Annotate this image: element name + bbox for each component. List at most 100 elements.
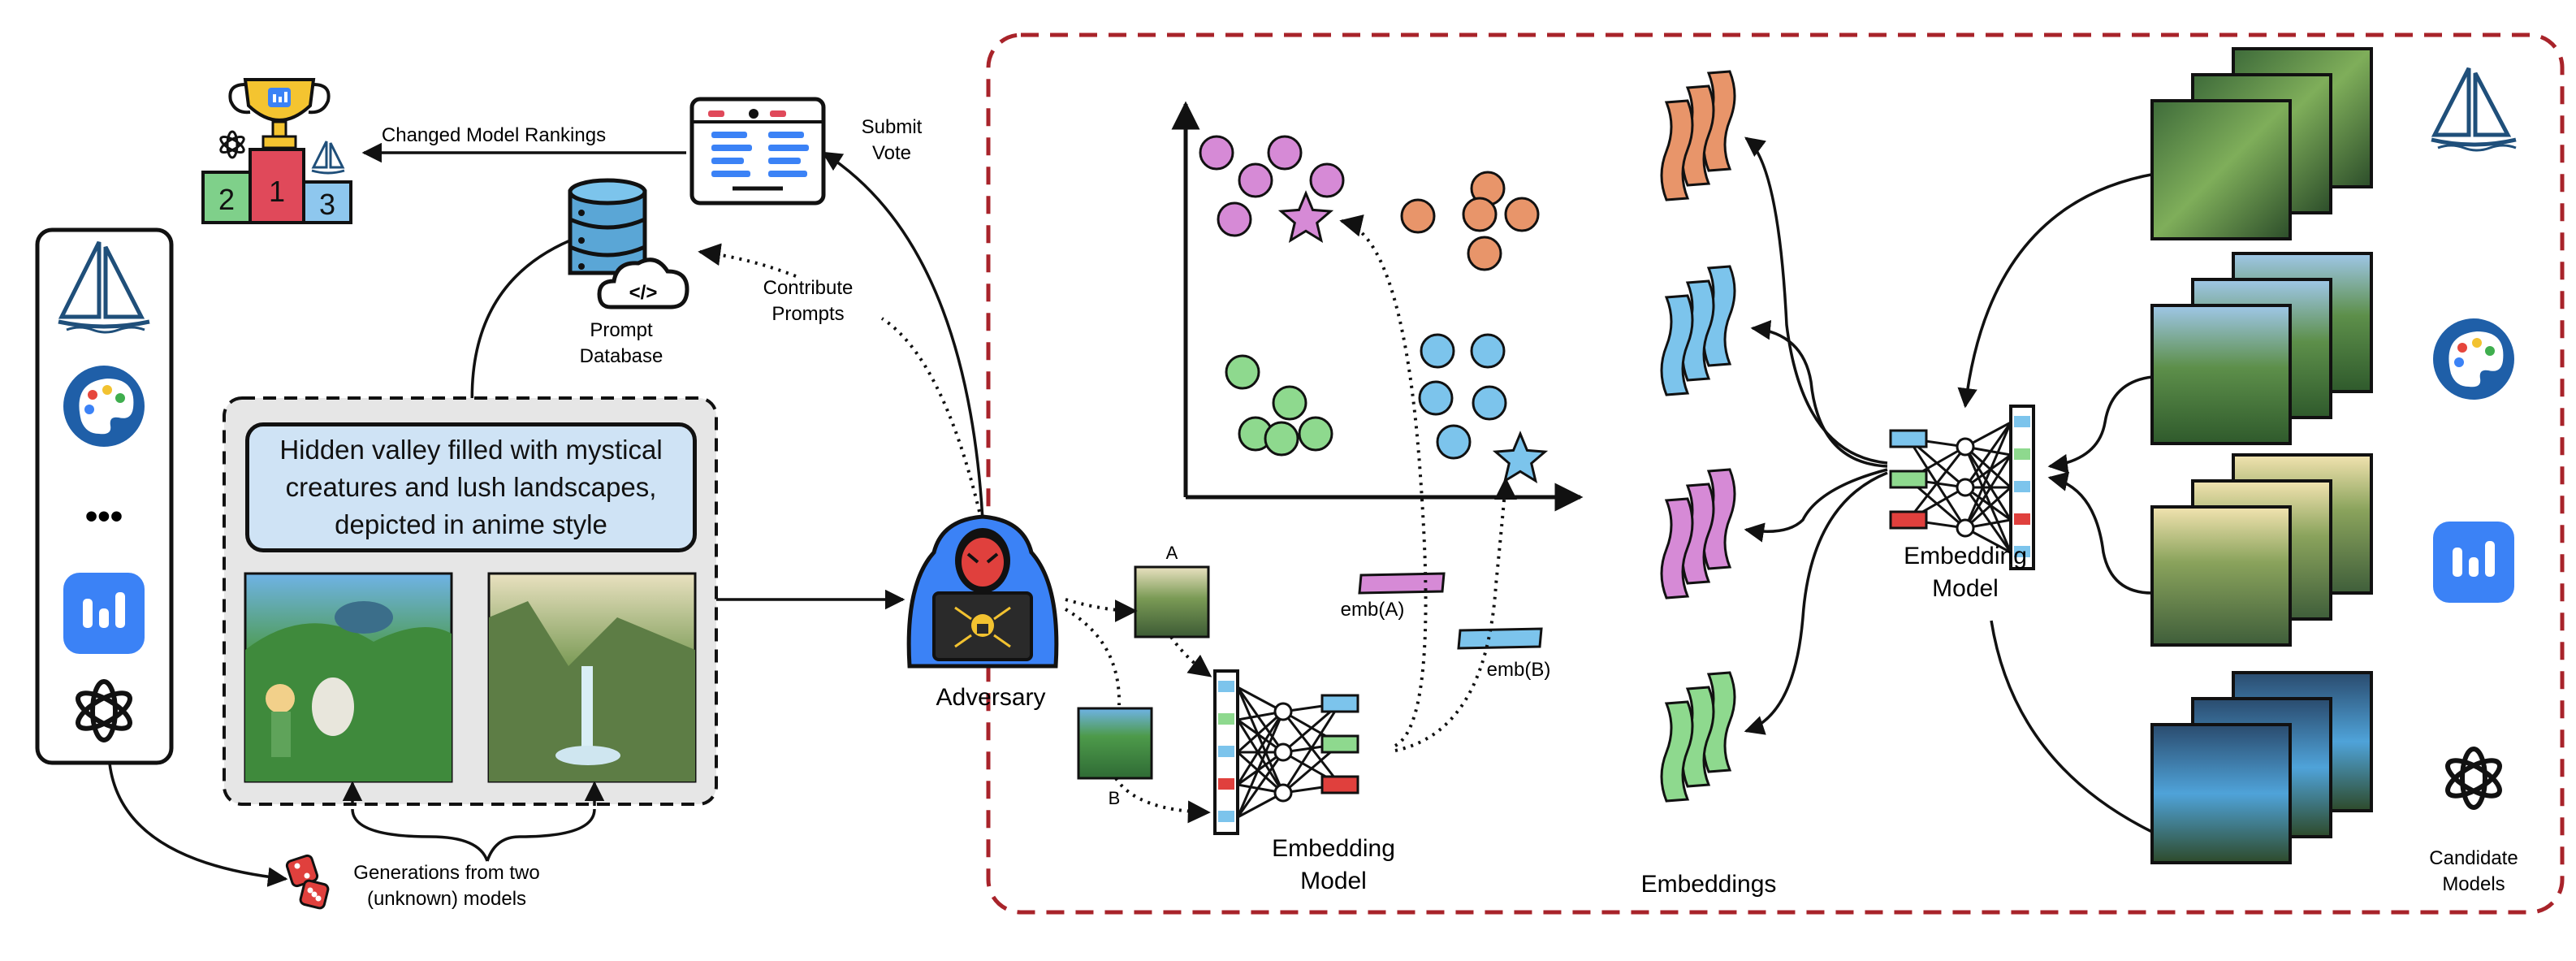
bar-logo-icon-right: [2433, 522, 2514, 603]
submit-vote-label-2: Vote: [872, 142, 911, 164]
model-to-emb-purple: [1744, 468, 1888, 543]
prompt-text: Hidden valley filled with mystical creat…: [279, 435, 663, 539]
nn-edge: [1907, 438, 1967, 529]
generations-label-2: (unknown) models: [367, 888, 526, 910]
contribute-dotted-path: [880, 317, 981, 513]
podium-2-label: 2: [218, 183, 235, 216]
scatter-point: [1504, 197, 1540, 232]
emb-a-label: emb(A): [1341, 599, 1405, 621]
podium-3-label: 3: [319, 188, 335, 221]
emb-b-ribbon: [1457, 627, 1543, 650]
scatter-point: [1420, 333, 1455, 369]
db-to-prompt-arrow: [461, 239, 571, 418]
prompt-text-box: Hidden valley filled with mystical creat…: [245, 422, 697, 552]
model-to-emb-green: [1744, 471, 1888, 735]
nn-edge: [1964, 454, 2012, 529]
chatgpt-small-icon: [219, 130, 245, 159]
scatter-point: [1264, 421, 1299, 457]
ellipsis-text: •••: [85, 496, 123, 536]
podium: 2 1 3: [201, 148, 352, 224]
nn-edge: [1236, 719, 1285, 794]
midjourney-small-icon: [311, 141, 345, 175]
scatter-point: [1217, 201, 1252, 237]
nn-output-cell: [1889, 429, 1928, 448]
emb-b-to-star-arrow: [1394, 477, 1517, 752]
image-b-label: B: [1109, 788, 1121, 808]
candidate-image-stacks: [2150, 47, 2373, 864]
prompt-db-label-1: Prompt: [590, 319, 653, 341]
nn-node: [1956, 437, 1975, 457]
nn-edge: [1236, 751, 1285, 818]
nn-node: [1273, 742, 1293, 762]
hooded-hacker-icon: [906, 514, 1059, 669]
prompt-db-label-2: Database: [580, 345, 663, 367]
nn-edge: [1236, 686, 1285, 794]
midjourney-boat-icon-right: [2431, 67, 2517, 152]
nn-edge: [1964, 445, 2012, 489]
candidate-image: [2150, 505, 2292, 647]
scatter-point: [1298, 416, 1333, 452]
scatter-point: [1418, 380, 1454, 416]
embedding-ribbon: [1660, 497, 1694, 600]
submit-vote-label-1: Submit: [862, 116, 923, 138]
emb-a-ribbon: [1358, 572, 1446, 595]
nn-edge: [1282, 703, 1342, 794]
trophy-icon: [228, 78, 331, 149]
contribute-prompts-arrow: [698, 243, 797, 278]
nn-output-cell: [1320, 734, 1359, 754]
neural-network-icon-right: [1889, 405, 2035, 570]
embedding-model-right-label-1: Embedding: [1904, 543, 2027, 569]
nn-input-cell: [2014, 481, 2030, 492]
database-icon: [568, 178, 647, 275]
emb-b-label: emb(B): [1487, 659, 1551, 681]
emb-a-to-star-arrow: [1339, 214, 1428, 747]
neural-network-icon-left: [1213, 669, 1359, 835]
embedding-model-right-label-2: Model: [1932, 575, 1999, 602]
b-to-model-arrow: [1114, 777, 1211, 824]
nn-output-cell: [1320, 775, 1359, 794]
nn-input-cell: [1218, 778, 1234, 790]
img3-to-model-arrow: [2047, 471, 2153, 595]
nn-input-cell: [2014, 448, 2030, 460]
nn-node: [1956, 478, 1975, 497]
scatter-point: [1470, 333, 1506, 369]
scatter-star: [1277, 190, 1334, 244]
nn-input-cell: [1218, 811, 1234, 822]
embeddings-stacks: [1660, 70, 1736, 803]
image-b-thumb: [1077, 707, 1153, 780]
bar-logo-icon: [63, 573, 145, 654]
embedding-model-left-label-2: Model: [1300, 868, 1367, 894]
nn-edge: [1236, 686, 1285, 753]
contribute-label-2: Prompts: [772, 303, 844, 325]
nn-edge: [1964, 422, 2012, 529]
nn-input-cell: [1218, 681, 1234, 692]
adversary-to-b-path: [1064, 608, 1122, 706]
candidate-image: [2150, 99, 2292, 240]
submit-vote-arrow: [821, 151, 984, 521]
candidate-image: [2150, 304, 2292, 445]
nn-edge: [1236, 711, 1285, 786]
chatgpt-logo-icon: [76, 679, 132, 742]
nn-input-cell: [2014, 546, 2030, 557]
nn-edge: [1964, 446, 2012, 553]
scatter-point: [1272, 385, 1307, 421]
nn-edge: [1236, 711, 1285, 818]
voting-screen-icon: [689, 97, 826, 206]
nn-node: [1273, 783, 1293, 803]
scatter-point: [1225, 354, 1260, 390]
candidate-label-1: Candidate: [2429, 847, 2518, 869]
scatter-point: [1400, 198, 1436, 234]
scatter-point: [1467, 236, 1502, 271]
model-to-emb-orange: [1744, 136, 1888, 465]
scatter-point: [1462, 197, 1498, 232]
nn-node: [1273, 702, 1293, 721]
nn-output-cell: [1320, 694, 1359, 713]
sidebar-to-dice-arrow: [108, 763, 288, 887]
generation-image-2: [487, 572, 697, 783]
candidate-image: [2150, 723, 2292, 864]
brace-left: [351, 808, 489, 862]
adversary-to-a-arrow: [1065, 598, 1138, 622]
palette-logo-icon: [63, 366, 145, 447]
candidate-label-2: Models: [2442, 873, 2505, 895]
